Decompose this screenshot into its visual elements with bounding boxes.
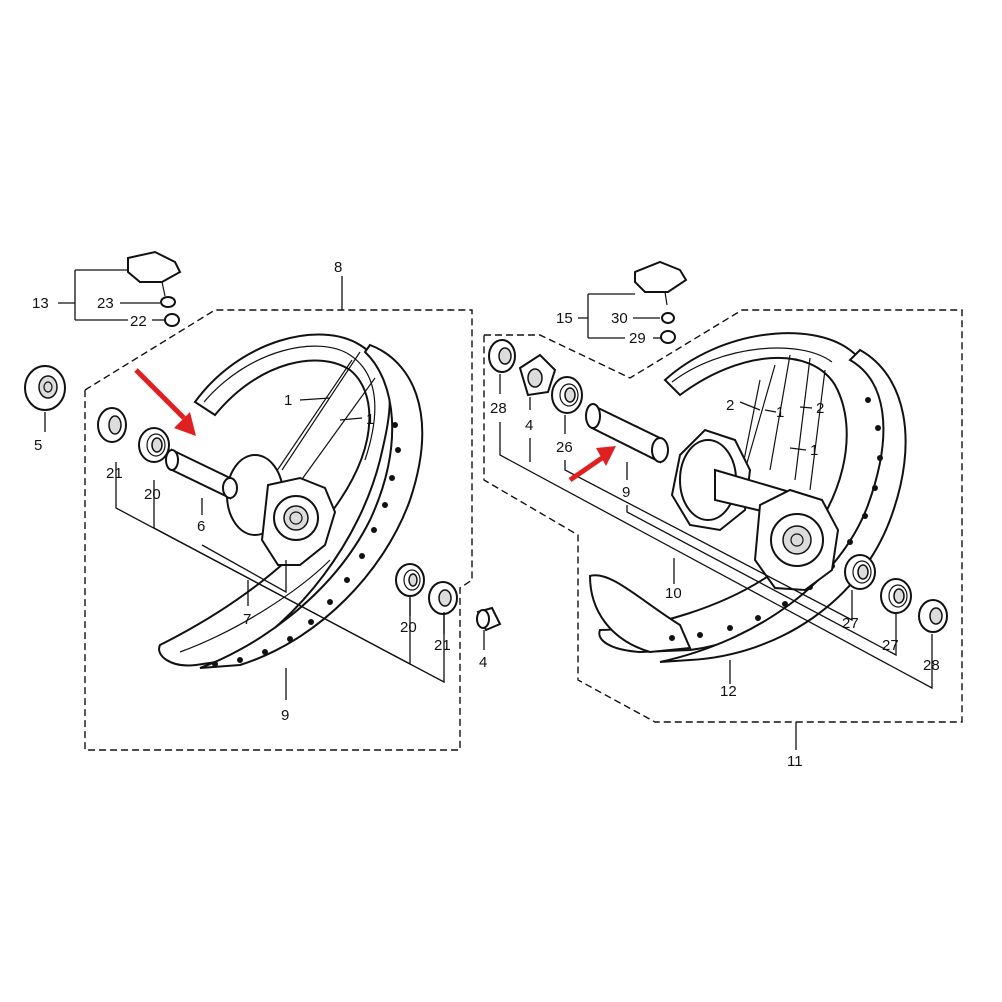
callout-11: 11 [787,753,803,770]
front-rim-outer [199,343,424,669]
callout-22: 22 [130,313,147,330]
rear-rim-outer [659,348,907,663]
front-seal-21-right [428,581,458,615]
callout-1-rear-lower: 1 [810,442,818,459]
rear-wheel-group: 15 30 29 28 4 26 9 2 1 2 1 10 27 27 28 1… [483,260,963,770]
callout-1-upper: 1 [284,392,292,409]
callout-9-rear: 9 [622,484,630,501]
callout-12: 12 [720,683,737,700]
rear-highlight-arrow-head [596,446,616,466]
front-rim [158,333,391,667]
rear-leader-lines [499,293,933,750]
rear-seal-28-left [488,339,516,373]
front-rim-lock [127,250,182,327]
callout-1-rear-upper: 1 [776,404,784,421]
callout-5: 5 [34,437,42,454]
front-bearing-20-left [138,427,170,463]
front-axle-spacer [165,448,238,500]
front-bearing-20-right [395,563,425,597]
rear-highlight-arrow [568,455,604,483]
callout-4: 4 [479,654,487,671]
callout-10: 10 [665,585,682,602]
rear-bearing-27-b [880,578,912,614]
rear-collar-4 [518,353,557,397]
callout-21-right: 21 [434,637,451,654]
callout-2-upper: 2 [726,397,734,414]
callout-13: 13 [32,295,49,312]
callout-9: 9 [281,707,289,724]
front-leader-lines [44,269,485,700]
rear-axle-spacer [585,403,669,464]
front-highlight-arrow-head [174,412,196,436]
front-assembly-outline [84,309,473,751]
rear-hub [670,428,840,592]
rear-seal-28-right [918,599,948,633]
front-spokes [271,351,376,483]
front-spoke-nipples [212,422,401,667]
callout-21-left: 21 [106,465,123,482]
callout-7: 7 [243,611,251,628]
callout-28-left: 28 [490,400,507,417]
callout-20-right: 20 [400,619,417,636]
rear-spoke-nipples [669,397,883,641]
front-collar-4 [476,606,502,632]
rear-bearing-27-a [844,554,876,590]
callout-1-lower: 1 [366,411,374,428]
callout-30: 30 [611,310,628,327]
callout-29: 29 [629,330,646,347]
front-highlight-arrow [134,368,186,420]
rear-assembly-outline [483,309,963,723]
front-hub [226,454,337,566]
rear-bearing-26 [551,376,583,414]
front-seal-21-left [97,407,127,443]
callout-28-right: 28 [923,657,940,674]
callout-2-lower: 2 [816,400,824,417]
callout-27-a: 27 [842,615,859,632]
callout-26: 26 [556,439,573,456]
callout-8: 8 [334,259,342,276]
callout-4-rear: 4 [525,417,533,434]
rear-rim-lock [634,260,688,344]
callout-27-b: 27 [882,637,899,654]
callout-15: 15 [556,310,573,327]
front-side-collar-5 [24,365,66,411]
front-wheel-group: 13 23 22 8 5 1 1 21 20 6 7 20 21 4 9 [24,250,502,751]
rear-spokes [739,354,826,491]
callout-20-left: 20 [144,486,161,503]
callout-6: 6 [197,518,205,535]
callout-23: 23 [97,295,114,312]
